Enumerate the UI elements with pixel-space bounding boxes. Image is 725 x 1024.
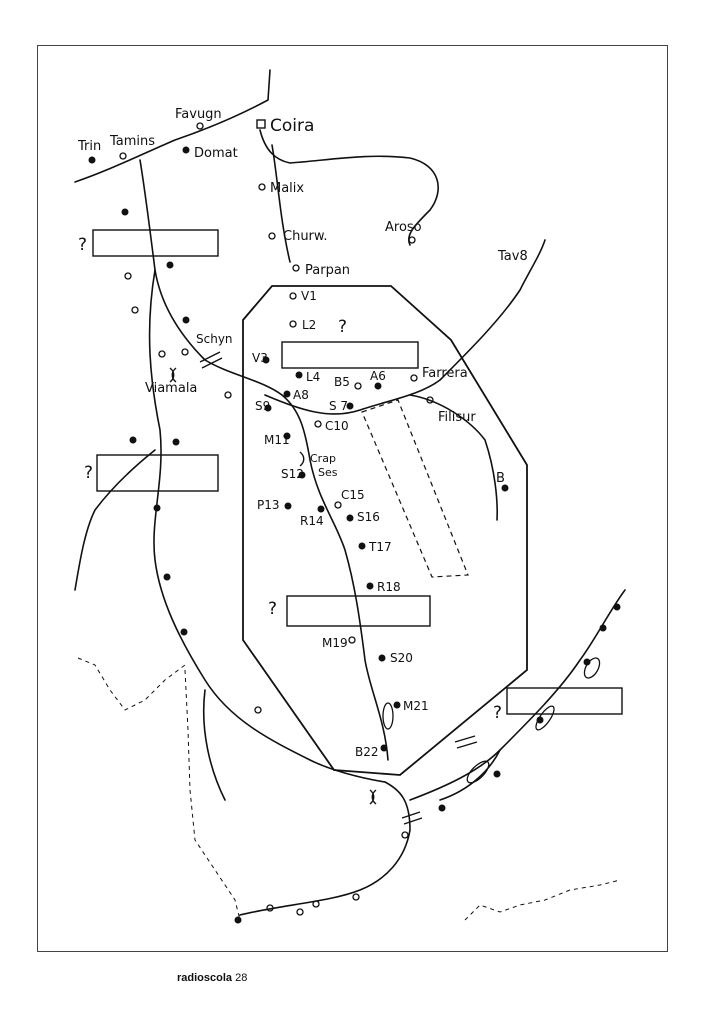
label-coira: Coira: [270, 116, 314, 136]
border-left-top: [77, 657, 186, 711]
marker-a6: A6: [370, 369, 386, 383]
filled-dots: [88, 146, 621, 924]
river-hinterrhein: [148, 269, 386, 783]
river-landwasser-b: [409, 394, 498, 521]
label-crap: Crap: [310, 452, 336, 465]
label-churw: Churw.: [283, 229, 327, 244]
river-inn: [409, 589, 626, 801]
label-filisur: Filisur: [438, 410, 476, 425]
marker-a8: A8: [293, 388, 309, 402]
lake-1: [382, 702, 394, 730]
marker-c10: C10: [325, 419, 349, 433]
marker-s20: S20: [390, 651, 413, 665]
marker-c15: C15: [341, 488, 365, 502]
question-mark-2: ?: [338, 317, 347, 337]
marker-l2: L2: [302, 318, 316, 332]
marker-l4: L4: [306, 370, 320, 384]
marker-s7: S 7: [329, 399, 348, 413]
river-plessur: [259, 129, 439, 246]
lake-3: [535, 705, 555, 731]
dashed-zone: [361, 399, 469, 578]
label-viamala: Viamala: [145, 381, 197, 396]
label-domat: Domat: [194, 146, 238, 161]
marker-b5: B5: [334, 375, 350, 389]
pass-symbols: [169, 351, 478, 825]
label-tav: Tav8: [497, 249, 528, 264]
marker-m11: M11: [264, 433, 290, 447]
border-right: [464, 879, 621, 921]
label-aroso: Aroso: [385, 220, 422, 235]
label-farrera: Farrera: [422, 366, 468, 381]
page-frame: [37, 45, 668, 952]
label-box-2: [281, 341, 419, 369]
marker-r14: R14: [300, 514, 324, 528]
label-box-3: [96, 454, 219, 492]
question-mark-3: ?: [84, 463, 93, 483]
marker-b22: B22: [355, 745, 379, 759]
label-b-right: B: [496, 471, 505, 486]
label-favugn: Favugn: [175, 107, 222, 122]
border-left-bottom: [184, 669, 241, 921]
label-tamins: Tamins: [109, 134, 155, 149]
river-inn-b: [439, 749, 501, 801]
label-trin: Trin: [77, 139, 101, 154]
river-albula: [139, 159, 389, 761]
question-mark-5: ?: [493, 703, 502, 723]
river-side: [74, 449, 156, 591]
lake-2: [583, 657, 601, 679]
marker-r18: R18: [377, 580, 401, 594]
open-circles: [119, 122, 434, 916]
label-box-4: [286, 595, 431, 627]
label-parpan: Parpan: [305, 263, 350, 278]
marker-t17: T17: [368, 540, 392, 554]
rivers: [74, 69, 626, 916]
label-schyn: Schyn: [196, 332, 233, 346]
marker-s16: S16: [357, 510, 380, 524]
marker-v3: V3: [252, 351, 268, 365]
road-parpan: [271, 144, 291, 263]
footer-page-number: 28: [235, 972, 248, 984]
coira-marker: [256, 119, 266, 129]
label-ses: Ses: [318, 466, 338, 479]
question-mark-4: ?: [268, 599, 277, 619]
question-mark-1: ?: [78, 235, 87, 255]
label-box-1: [92, 229, 219, 257]
marker-p13: P13: [257, 498, 280, 512]
label-malix: Malix: [270, 181, 304, 196]
river-bottom-left: [202, 689, 226, 801]
marker-m19: M19: [322, 636, 348, 650]
label-box-5: [506, 687, 623, 715]
river-bottom: [239, 781, 411, 916]
lake-4: [466, 760, 490, 784]
page-footer: radioscola 28: [177, 972, 247, 984]
marker-s9: S9: [255, 399, 270, 413]
marker-m21: M21: [403, 699, 429, 713]
river-landwasser: [264, 239, 546, 415]
marker-v1: V1: [301, 289, 317, 303]
river-rhine: [74, 69, 271, 183]
footer-magazine: radioscola: [177, 972, 233, 984]
marker-s12: S12: [281, 467, 304, 481]
region-octagon: [242, 285, 528, 776]
